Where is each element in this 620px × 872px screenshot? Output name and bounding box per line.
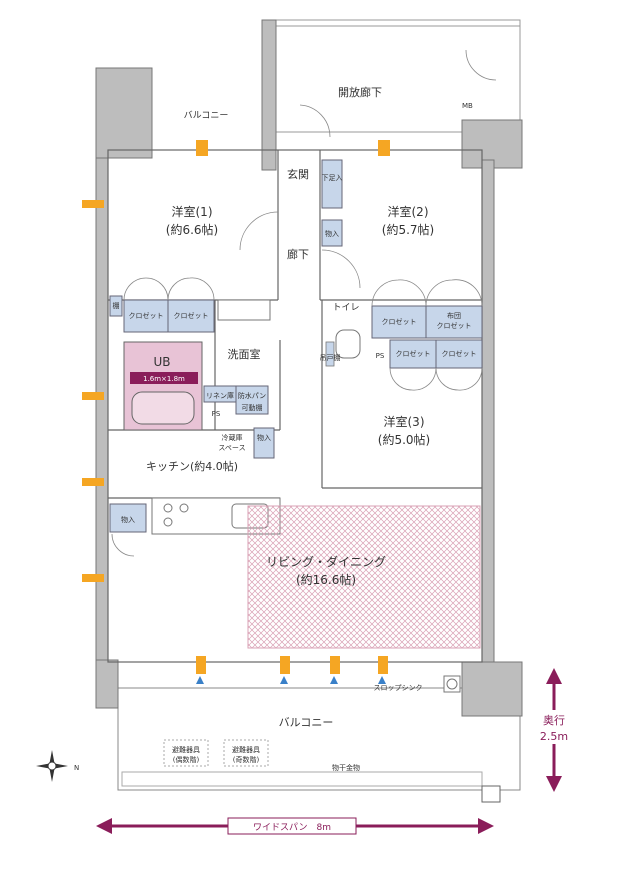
evac-box-1 — [163, 739, 209, 767]
balcony-rail — [121, 771, 483, 787]
evac2-label-a: 避難器具 — [232, 745, 260, 754]
vent-icons — [82, 140, 390, 684]
western3-name: 洋室(3) — [384, 414, 425, 429]
ps-label-2: PS — [212, 410, 221, 418]
wide-span-arrow — [96, 817, 494, 835]
closet-label-3: クロゼット — [382, 317, 417, 326]
compass-n-label: N — [74, 764, 79, 772]
movable-shelf-label: 可動棚 — [242, 403, 263, 412]
slop-sink-label: スロップシンク — [374, 684, 423, 692]
living-size: (約16.6帖) — [296, 572, 356, 587]
open-corridor-label: 開放廊下 — [338, 85, 382, 99]
living-name: リビング・ダイニング — [266, 554, 386, 569]
closet-label-1: クロゼット — [129, 311, 164, 320]
depth-arrow — [532, 668, 576, 792]
ps-label-1: PS — [376, 352, 385, 360]
shoe-storage-label: 下足入 — [322, 174, 343, 182]
storage-label-1: 物入 — [325, 229, 339, 238]
futon-label-2: クロゼット — [437, 321, 472, 330]
walls — [95, 19, 523, 717]
western2-size: (約5.7帖) — [382, 222, 434, 237]
hallway-label: 廊下 — [287, 247, 309, 261]
bathtub — [131, 391, 195, 425]
entrance-label: 玄関 — [287, 167, 309, 181]
evac2-label-b: (奇数階) — [233, 755, 260, 764]
fridge-label-1: 冷蔵庫 — [222, 433, 243, 442]
balcony-post — [481, 785, 501, 803]
closet-label-5: クロゼット — [442, 349, 477, 358]
western3-size: (約5.0帖) — [378, 432, 430, 447]
drying-rack-label: 物干金物 — [332, 763, 360, 772]
closet-label-2: クロゼット — [174, 311, 209, 320]
western1-name: 洋室(1) — [172, 204, 213, 219]
kitchen-label: キッチン(約4.0帖) — [146, 459, 238, 473]
shelf-label: 棚 — [113, 301, 120, 310]
wide-span-label: ワイドスパン 8m — [253, 822, 331, 833]
compass-icon — [36, 750, 68, 782]
western2-name: 洋室(2) — [388, 204, 429, 219]
evac-box-2 — [223, 739, 269, 767]
mb-label: MB — [462, 102, 473, 110]
fridge-label-2: スペース — [218, 444, 245, 452]
linen-label: リネン庫 — [206, 391, 234, 400]
depth-value: 2.5m — [540, 730, 568, 743]
hanging-shelf-label: 吊戸棚 — [320, 353, 341, 362]
storage-label-3: 物入 — [121, 515, 135, 524]
closet-doors — [111, 49, 497, 557]
floor-heating-area — [247, 505, 481, 649]
ub-size: 1.6m×1.8m — [143, 375, 185, 383]
storage-label-2: 物入 — [257, 433, 271, 442]
evac1-label-a: 避難器具 — [172, 745, 200, 754]
slop-sink — [443, 675, 461, 693]
balcony-bottom-label: バルコニー — [279, 716, 334, 729]
western1-size: (約6.6帖) — [166, 222, 218, 237]
toilet-shelf — [325, 341, 335, 367]
waterproof-pan-label: 防水パン — [238, 391, 266, 400]
ub-size-box — [130, 372, 198, 384]
closets — [109, 159, 483, 533]
toilet-bowl — [335, 329, 361, 359]
vanity — [217, 299, 271, 321]
futon-label-1: 布団 — [447, 311, 461, 320]
balcony-bottom-outline — [117, 687, 521, 791]
depth-label: 奥行 — [543, 713, 565, 727]
toilet-label: トイレ — [332, 303, 359, 313]
evac1-label-b: (偶数階) — [173, 755, 200, 764]
interior-lines — [107, 149, 483, 663]
balcony-top-label: バルコニー — [184, 110, 229, 121]
washroom-label: 洗面室 — [228, 347, 261, 361]
closet-label-4: クロゼット — [396, 349, 431, 358]
ub-label: UB — [153, 355, 170, 369]
